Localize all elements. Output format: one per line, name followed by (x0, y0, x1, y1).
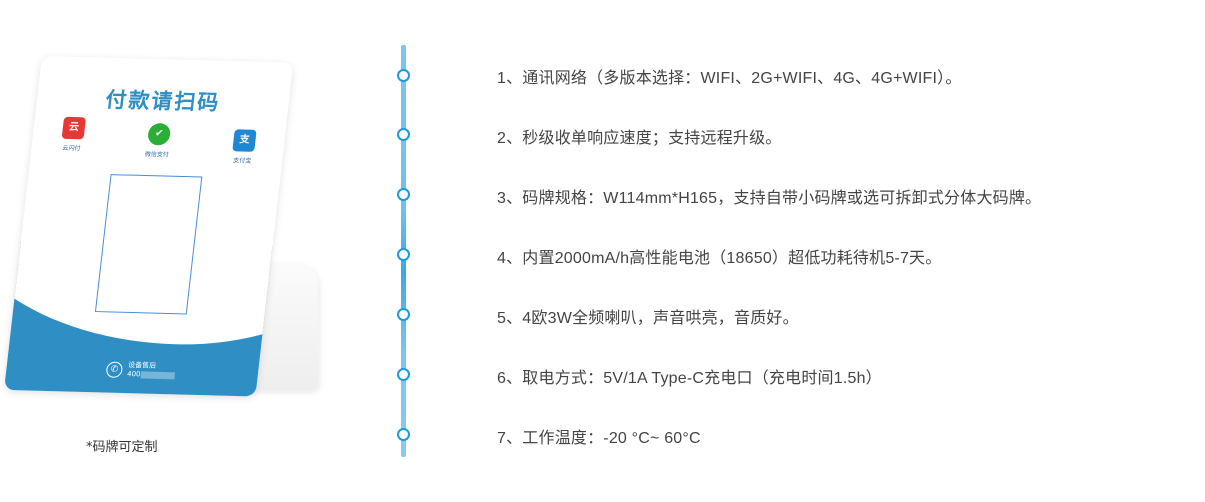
payment-label: 微信支付 (144, 150, 170, 159)
phone-icon: ✆ (105, 361, 124, 378)
contact-number: 400 (126, 370, 141, 379)
feature-speaker: 5、4欧3W全频喇叭，声音哄亮，音质好。 (497, 310, 799, 327)
feature-size: 3、码牌规格：W114mm*H165，支持自带小码牌或选可拆卸式分体大码牌。 (497, 190, 1042, 207)
timeline-dot (397, 128, 410, 141)
contact-label: 设备售后 (127, 361, 157, 370)
blurred-number (140, 370, 175, 379)
wechat-pay-icon: ✔ (146, 122, 172, 146)
timeline-dot (397, 308, 410, 321)
after-sales-contact: ✆ 设备售后 400 (105, 361, 175, 381)
timeline-dot (397, 428, 410, 441)
timeline-dot (397, 188, 410, 201)
payment-unionpay: 云 云闪付 (51, 116, 95, 153)
payment-alipay: 支 支付宝 (222, 129, 266, 165)
timeline-dot (397, 368, 410, 381)
unionpay-quickpass-icon: 云 (61, 116, 87, 140)
feature-temperature: 7、工作温度：-20 °C~ 60°C (497, 430, 701, 447)
timeline-dot (397, 248, 410, 261)
qr-code-panel: 付款请扫码 云 云闪付 ✔ 微信支付 支 支付宝 ✆ 设备售后 400 (4, 56, 294, 397)
alipay-icon: 支 (232, 129, 257, 152)
payment-wechat: ✔ 微信支付 (136, 122, 180, 159)
payment-methods: 云 云闪付 ✔ 微信支付 支 支付宝 (51, 116, 273, 165)
customizable-caption: *码牌可定制 (86, 440, 158, 455)
panel-title: 付款请扫码 (104, 87, 222, 115)
feature-response-speed: 2、秒级收单响应速度；支持远程升级。 (497, 130, 782, 147)
qr-code-area (94, 174, 203, 315)
payment-label: 支付宝 (232, 157, 252, 165)
timeline-dot (397, 69, 410, 82)
payment-label: 云闪付 (62, 144, 81, 153)
feature-power: 6、取电方式：5V/1A Type-C充电口（充电时间1.5h） (497, 370, 882, 387)
feature-battery: 4、内置2000mA/h高性能电池（18650）超低功耗待机5-7天。 (497, 250, 942, 267)
product-image: 付款请扫码 云 云闪付 ✔ 微信支付 支 支付宝 ✆ 设备售后 400 *码牌可… (0, 0, 380, 502)
feature-network: 1、通讯网络（多版本选择：WIFI、2G+WIFI、4G、4G+WIFI）。 (497, 70, 962, 87)
